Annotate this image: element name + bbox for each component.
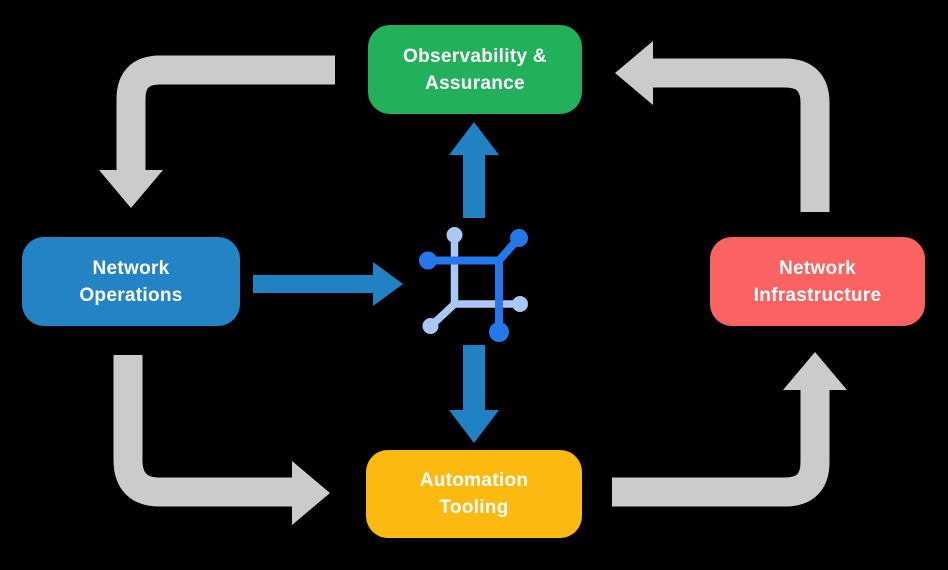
- hub-arrow-down-head-icon: [449, 410, 499, 443]
- node-infrastructure-label: Network Infrastructure: [753, 257, 882, 306]
- hub-arrow-up: [463, 153, 485, 218]
- hub-arrow-right: [253, 275, 373, 293]
- cycle-arrow-top-left-head-icon: [99, 170, 163, 208]
- hub-arrow-down: [463, 345, 485, 412]
- hub-arrow-up-head-icon: [449, 122, 499, 155]
- cycle-arrow-top-right: [653, 58, 830, 212]
- cycle-arrow-bottom-left-head-icon: [292, 461, 330, 525]
- node-infrastructure[interactable]: Network Infrastructure: [710, 237, 925, 326]
- node-operations-label: Network Operations: [79, 257, 183, 306]
- cycle-arrow-top-left: [116, 55, 335, 170]
- cycle-arrow-bottom-right-head-icon: [783, 352, 847, 390]
- cycle-arrow-bottom-right: [612, 390, 830, 507]
- network-automation-icon: [419, 227, 528, 342]
- node-operations[interactable]: Network Operations: [22, 237, 240, 326]
- node-automation-label: Automation Tooling: [419, 470, 529, 518]
- node-automation[interactable]: Automation Tooling: [366, 450, 582, 538]
- node-observability-label: Observability & Assurance: [403, 45, 547, 94]
- node-observability[interactable]: Observability & Assurance: [368, 25, 582, 114]
- cycle-arrow-bottom-left: [113, 355, 292, 507]
- hub-arrow-right-head-icon: [373, 262, 403, 306]
- cycle-arrow-top-right-head-icon: [615, 41, 653, 105]
